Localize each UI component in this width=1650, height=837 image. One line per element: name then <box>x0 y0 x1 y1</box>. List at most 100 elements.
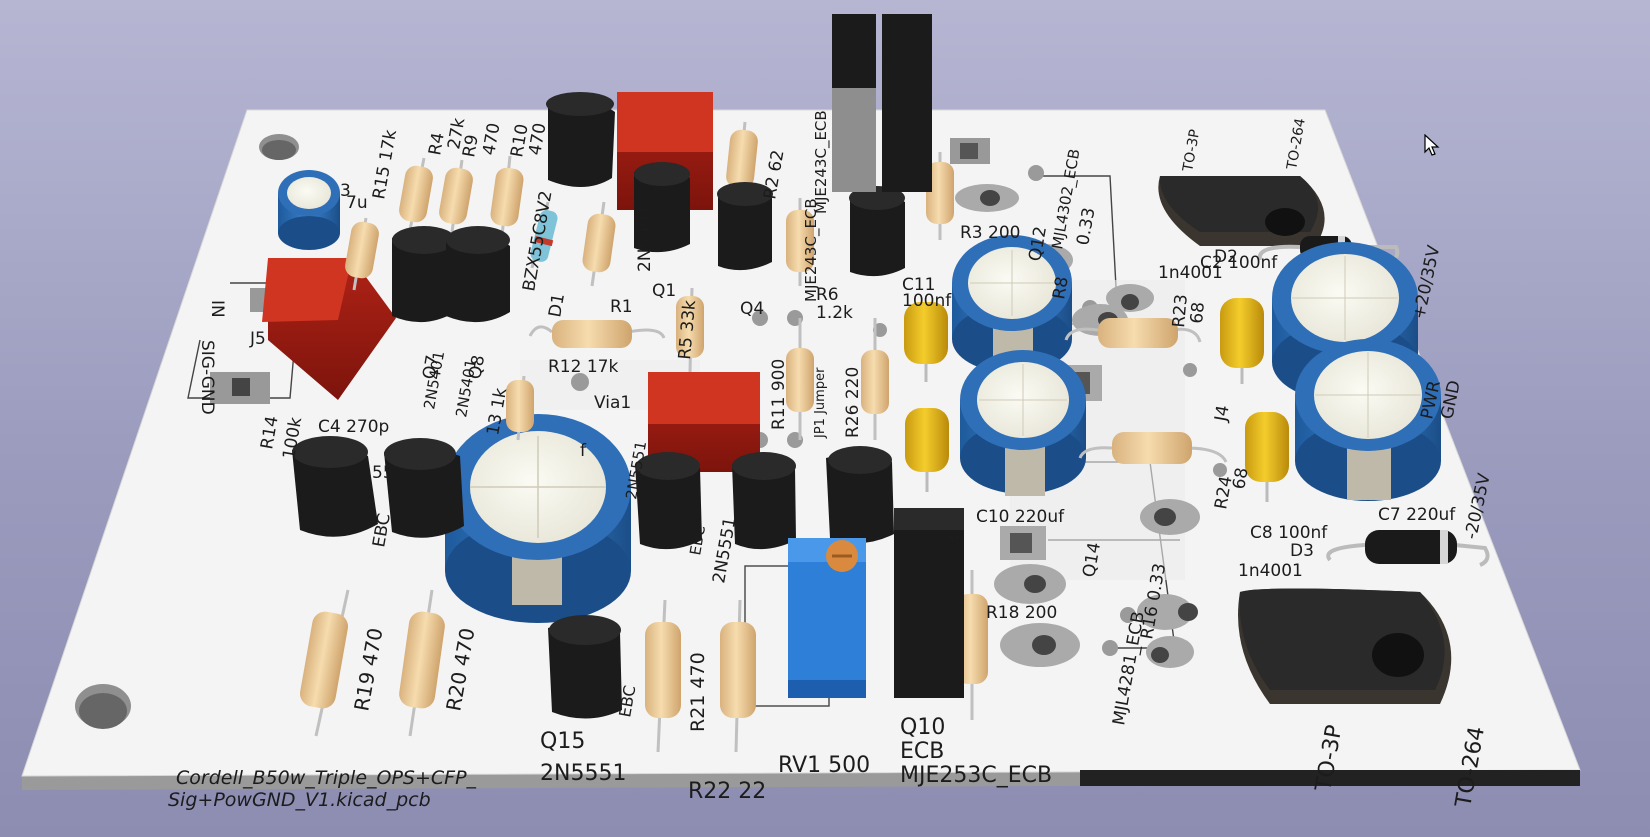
label-in: IN <box>207 300 227 318</box>
label-ebc-mid: EBC <box>686 524 709 557</box>
tantalum-c2 <box>1220 298 1264 384</box>
resistor-r6 <box>786 198 814 286</box>
label-r8: R8 <box>1049 275 1073 301</box>
label-c4: C4 270p <box>318 417 389 437</box>
transistor-q-mid-2 <box>732 452 796 550</box>
resistor-r12 <box>528 320 666 348</box>
board-filename: Cordell_B50w_Triple_OPS+CFP_ Sig+PowGND_… <box>168 767 477 811</box>
label-r3: R3 200 <box>960 223 1020 243</box>
transistor-q-mid-1 <box>635 452 702 550</box>
resistor-r15 <box>345 217 379 291</box>
label-q10: Q10 <box>900 715 945 740</box>
cap-c10[interactable] <box>960 350 1086 496</box>
transistor-q1 <box>634 162 690 253</box>
label-ebc-q7: EBC <box>399 293 418 321</box>
label-d2: D2 <box>1214 247 1238 267</box>
label-to3p-top: TO-3P <box>1180 128 1203 173</box>
trimpot-rv1[interactable] <box>788 538 866 698</box>
label-sig-gnd: SIG-GND <box>197 340 217 415</box>
transistor-q8 <box>446 226 510 323</box>
transistor-q-left-2 <box>384 438 464 538</box>
to220-q10[interactable] <box>894 508 964 698</box>
label-r4: R4 <box>425 131 449 157</box>
resistor-r5 <box>676 287 704 373</box>
label-jp1: JP1 Jumper <box>813 367 828 439</box>
cap-c13-large[interactable] <box>445 414 631 623</box>
label-c7: C7 220uf <box>1378 505 1456 525</box>
label-c8: C8 100nf <box>1250 523 1328 543</box>
resistor-r10 <box>490 155 524 237</box>
diode-d3[interactable] <box>1326 530 1490 567</box>
label-r23-value: 68 <box>1187 301 1209 324</box>
resistor-r26 <box>861 318 889 440</box>
label-q1: Q1 <box>652 281 676 301</box>
label-cap-partial: 3 <box>340 181 351 201</box>
label-q10-ecb: ECB <box>900 739 944 764</box>
label-r6: R6 <box>816 285 839 305</box>
tantalum-caps[interactable] <box>904 298 1289 502</box>
resistors[interactable] <box>298 121 1228 753</box>
to220-q-top-2[interactable] <box>882 14 932 192</box>
film-cap-top[interactable] <box>617 92 713 210</box>
label-r26: R26 220 <box>843 367 863 438</box>
transistor-q-top-left <box>546 92 615 188</box>
film-cap-c4[interactable] <box>262 258 396 400</box>
label-r11: R11 900 <box>769 359 789 430</box>
power-device-q14-tab[interactable] <box>1238 588 1452 705</box>
small-transistors[interactable] <box>292 92 905 719</box>
transistor-q4 <box>717 182 773 271</box>
label-d1: D1 <box>545 292 569 319</box>
power-device-q12-tab[interactable] <box>1158 176 1325 246</box>
board-filename-line1: Cordell_B50w_Triple_OPS+CFP_ <box>176 767 477 789</box>
label-r22: R22 22 <box>688 779 766 804</box>
resistor-r1 <box>582 201 616 287</box>
tantalum-c9 <box>905 408 949 492</box>
label-r6-value: 1.2k <box>816 303 853 323</box>
resistor-r24 <box>1078 432 1228 464</box>
label-q7: Q7 <box>419 354 443 381</box>
cap-c3-small[interactable] <box>278 170 340 250</box>
label-r1: R1 <box>610 297 633 317</box>
resistor-r13 <box>506 375 534 441</box>
label-q8: Q8 <box>465 354 489 381</box>
label-j4: J4 <box>1211 404 1234 424</box>
label-partial-55: 55 <box>372 463 394 483</box>
label-d2-part: 1n4001 <box>1158 263 1223 283</box>
label-mje243-top: MJE243C_ECB <box>812 110 831 214</box>
label-q15: Q15 <box>540 729 585 754</box>
resistor-r21 <box>645 599 681 753</box>
label-r18: R18 200 <box>986 603 1057 623</box>
label-rv1: RV1 500 <box>778 753 870 778</box>
zener-diode-d1[interactable] <box>529 201 559 269</box>
board-filename-line2: Sig+PowGND_V1.kicad_pcb <box>168 789 431 811</box>
tantalum-c11 <box>904 302 948 382</box>
label-r23: R23 <box>1169 293 1192 328</box>
resistor-r9 <box>439 159 473 233</box>
label-q10-part: MJE253C_ECB <box>900 763 1052 788</box>
resistor-r22 <box>720 599 756 753</box>
mouse-pointer-icon <box>1424 134 1440 156</box>
label-d3: D3 <box>1290 541 1314 561</box>
tantalum-c8 <box>1245 412 1289 502</box>
transistor-q-mid-3 <box>826 446 894 544</box>
label-r21: R21 470 <box>687 652 709 732</box>
resistor-r19 <box>299 589 350 737</box>
transistor-q-left-1 <box>292 436 378 537</box>
transistor-q11 <box>849 186 905 277</box>
label-nf: nf <box>944 531 962 551</box>
resistor-r23 <box>1064 318 1202 348</box>
label-r24-value: 68 <box>1229 466 1252 491</box>
label-c10: C10 220uf <box>976 507 1065 527</box>
resistor-r3 <box>926 152 954 240</box>
cap-c7[interactable] <box>1295 339 1441 501</box>
to220-q-top-1[interactable] <box>832 14 876 192</box>
mounting-holes <box>75 134 299 729</box>
transistor-q7 <box>392 226 456 323</box>
label-j5: J5 <box>249 329 266 349</box>
resistor-r11 <box>786 318 814 440</box>
label-r12: R12 17k <box>548 357 618 377</box>
label-r9: R9 <box>459 133 483 159</box>
resistor-r4 <box>399 157 433 231</box>
